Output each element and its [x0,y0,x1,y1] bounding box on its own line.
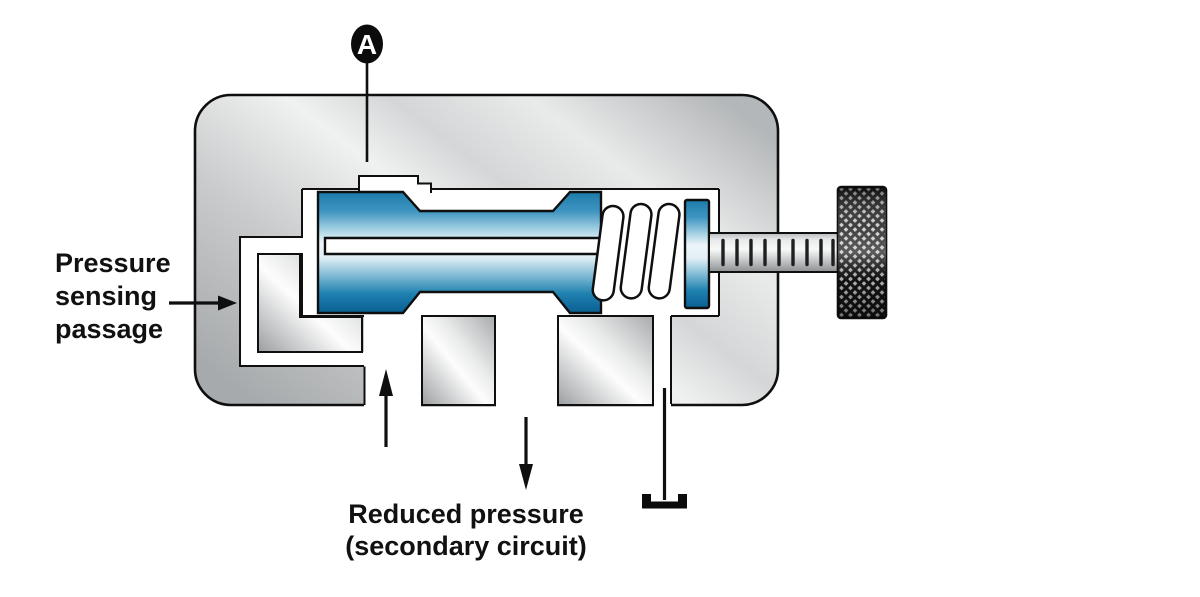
valve-spool [316,190,603,315]
arrowhead-right [218,295,237,311]
top-notch-passage [359,176,431,194]
inlet-port-channel [364,314,421,409]
screw-shaft [708,232,840,273]
body-island-sensing [257,253,363,353]
pressure-sensing-passage [240,237,364,366]
knurled-adjustment-knob [836,185,888,320]
pressure-sensing-arrow [169,295,237,311]
adjustment-spring [591,202,681,302]
pressure-sensing-line-3: passage [55,314,163,344]
drain-tank-symbol [642,494,687,509]
screw-threads [721,238,835,267]
arrowhead-down [519,464,533,490]
arrowhead-up [379,369,393,396]
outlet-flow-arrow [519,417,533,490]
reduced-pressure-label: Reduced pressure (secondary circuit) [345,499,587,561]
body-island-right [557,315,654,406]
reduced-pressure-line-1: Reduced pressure [348,499,584,529]
inlet-flow-arrow [379,369,393,447]
body-island-left [421,315,496,406]
pressure-sensing-line-2: sensing [55,281,157,311]
spring-coil [591,204,625,302]
pressure-sensing-line-1: Pressure [55,248,171,278]
marker-a-letter: A [357,29,377,60]
adjustment-screw [708,232,840,273]
drain-port-channel [654,314,671,409]
outlet-port-channel [496,314,557,409]
pressure-sensing-label: Pressure sensing passage [55,248,171,344]
marker-a-circle [351,24,383,64]
spring-coil [619,202,653,300]
spring-coil [647,202,681,300]
spring-seat-disc [683,198,711,310]
port-marker-a: A [351,24,383,162]
reduced-pressure-line-2: (secondary circuit) [345,531,587,561]
